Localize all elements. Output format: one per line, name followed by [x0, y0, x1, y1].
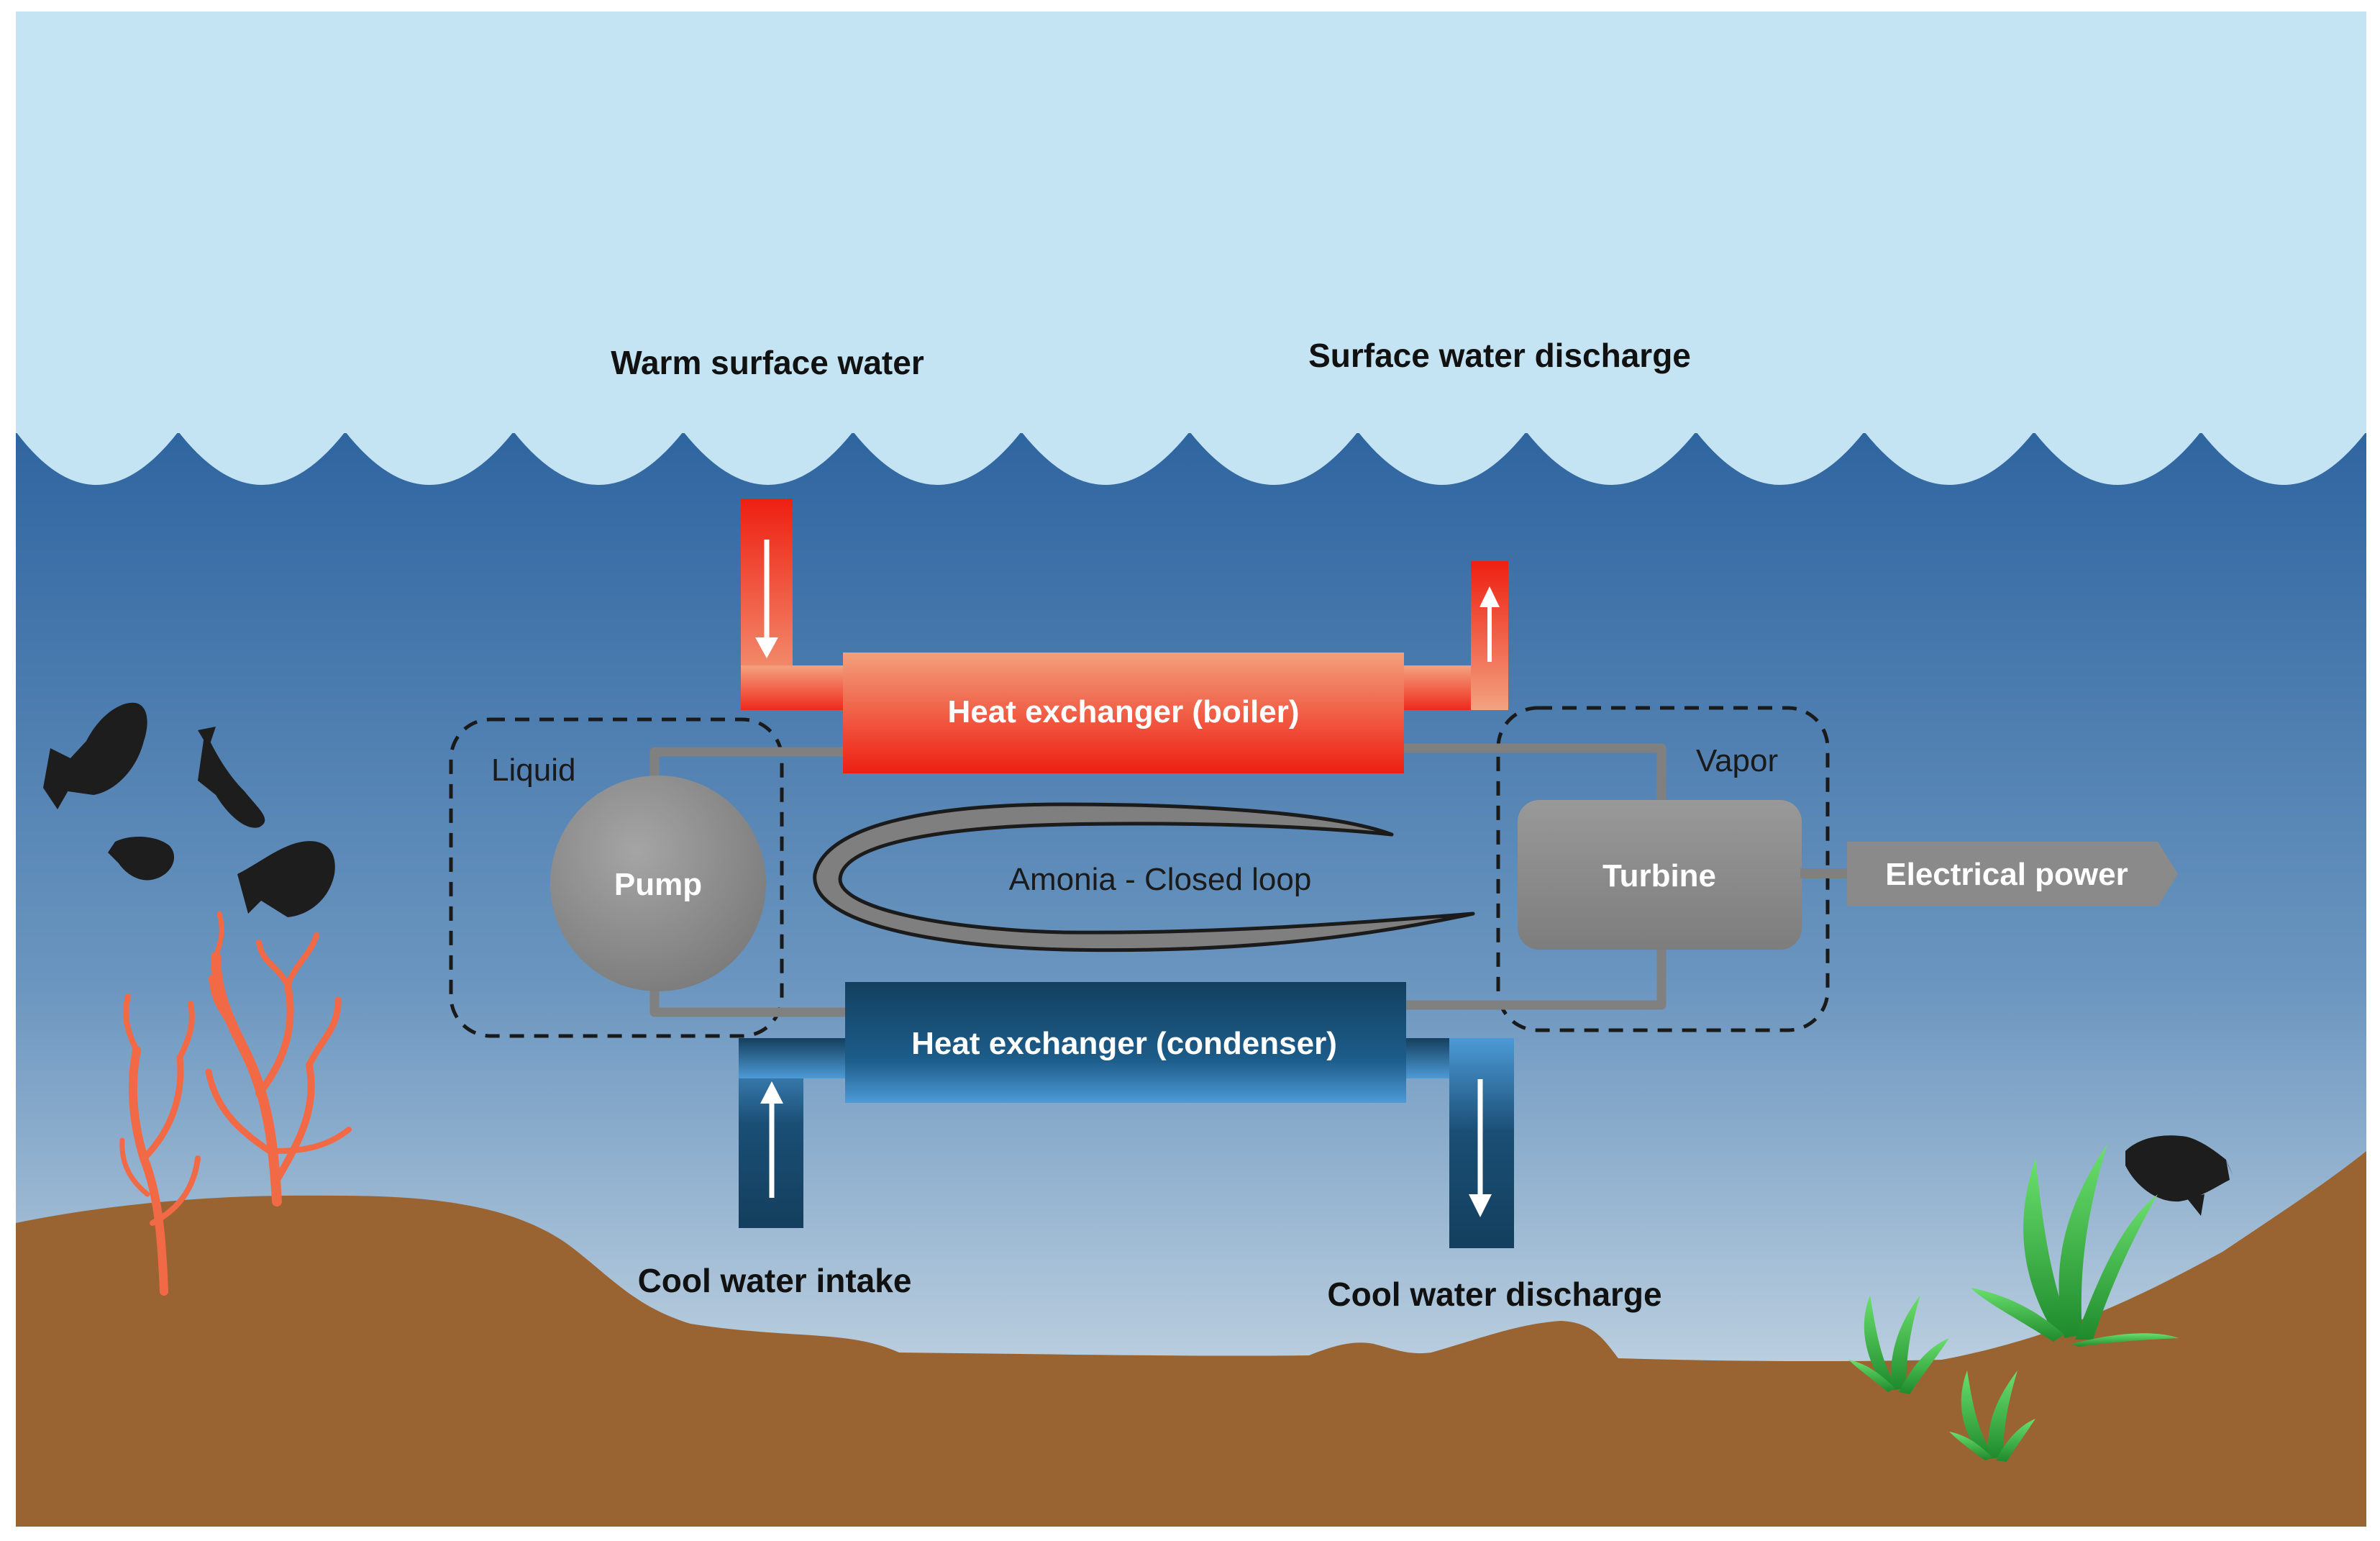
- boiler-label: Heat exchanger (boiler): [947, 694, 1299, 729]
- boiler: [843, 653, 1404, 773]
- condenser: [845, 982, 1406, 1103]
- cool-water-intake-label: Cool water intake: [638, 1262, 912, 1299]
- electrical-power-label: Electrical power: [1885, 857, 2128, 892]
- fish-icon: [43, 702, 147, 809]
- sky-edge: [16, 403, 2366, 433]
- power-connector: [1800, 868, 1851, 878]
- cool-intake-connector: [739, 1038, 850, 1078]
- liquid-label: Liquid: [491, 753, 575, 788]
- condenser-label: Heat exchanger (condenser): [911, 1026, 1337, 1061]
- closed-loop-icon: [813, 802, 1475, 953]
- seagrass-icon: [1949, 1370, 2035, 1462]
- fish-icon: [108, 837, 175, 881]
- closed-loop-label: Amonia - Closed loop: [1009, 862, 1312, 897]
- flow-arrow-icon: [755, 540, 778, 658]
- fish-icon: [198, 727, 265, 828]
- fish-icon: [2125, 1135, 2233, 1216]
- flow-arrow-icon: [760, 1081, 783, 1198]
- turbine-label: Turbine: [1602, 858, 1716, 894]
- seagrass-icon: [1848, 1295, 1949, 1394]
- turbine: [1518, 800, 1802, 950]
- ammonia-piping: [649, 743, 1667, 1017]
- flow-arrow-icon: [1479, 586, 1500, 662]
- pump-label: Pump: [614, 867, 702, 902]
- warm-intake-connector: [741, 665, 849, 710]
- coral-icon: [119, 911, 352, 1296]
- electrical-power-arrow: [1847, 842, 2178, 906]
- surface-waves: [16, 432, 2366, 485]
- pump: [550, 776, 766, 991]
- seabed: [16, 1151, 2366, 1527]
- fish-icon: [237, 841, 335, 917]
- warm-surface-water-label: Warm surface water: [611, 344, 924, 381]
- surface-water-discharge-label: Surface water discharge: [1308, 337, 1691, 374]
- liquid-zone: [449, 717, 784, 1038]
- cool-water-discharge-label: Cool water discharge: [1327, 1276, 1661, 1313]
- vapor-zone: [1496, 706, 1830, 1032]
- vapor-label: Vapor: [1696, 743, 1778, 778]
- seagrass-icon: [1971, 1144, 2179, 1347]
- flow-arrow-icon: [1469, 1079, 1492, 1217]
- sky: [16, 12, 2366, 472]
